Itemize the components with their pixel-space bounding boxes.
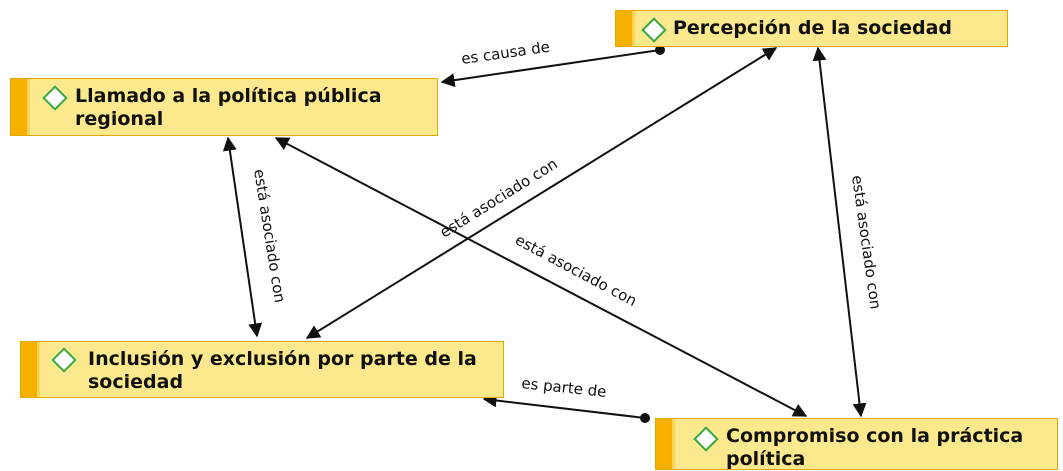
- node-compromiso[interactable]: Compromiso con la práctica política: [655, 418, 1058, 470]
- node-inclusion[interactable]: Inclusión y exclusión por parte de la so…: [20, 341, 504, 398]
- diamond-icon: [42, 85, 68, 111]
- edge-parte-label: es parte de: [521, 374, 608, 401]
- edge-parte-origin-dot: [640, 413, 650, 423]
- edge-llamado-inclusion-line[interactable]: [222, 136, 263, 338]
- edge-llamado-compromiso-line[interactable]: [274, 137, 808, 417]
- diamond-icon: [641, 17, 667, 43]
- edge-llamado-inclusion-label: está asociado con: [250, 168, 289, 304]
- node-percepcion-label: Percepción de la sociedad: [673, 17, 952, 39]
- node-llamado[interactable]: Llamado a la política pública regional: [10, 78, 438, 136]
- edge-parte-line[interactable]: [482, 393, 646, 419]
- node-stripe: [616, 11, 635, 46]
- edge-causa-label: es causa de: [460, 38, 551, 68]
- node-stripe: [11, 79, 30, 135]
- node-percepcion[interactable]: Percepción de la sociedad: [615, 10, 1008, 47]
- edge-percepcion-compromiso-label: está asociado con: [848, 174, 885, 310]
- diamond-icon: [51, 347, 77, 373]
- node-llamado-label: Llamado a la política pública regional: [75, 85, 382, 130]
- node-stripe: [656, 419, 675, 469]
- edge-percepcion-inclusion-label: está asociado con: [437, 155, 561, 242]
- node-stripe: [21, 342, 40, 397]
- edge-percepcion-compromiso-line[interactable]: [812, 46, 867, 418]
- edge-llamado-compromiso-label: está asociado con: [512, 231, 640, 310]
- node-compromiso-label: Compromiso con la práctica política: [726, 425, 1024, 470]
- diamond-icon: [693, 426, 719, 452]
- node-inclusion-label: Inclusión y exclusión por parte de la so…: [88, 348, 477, 393]
